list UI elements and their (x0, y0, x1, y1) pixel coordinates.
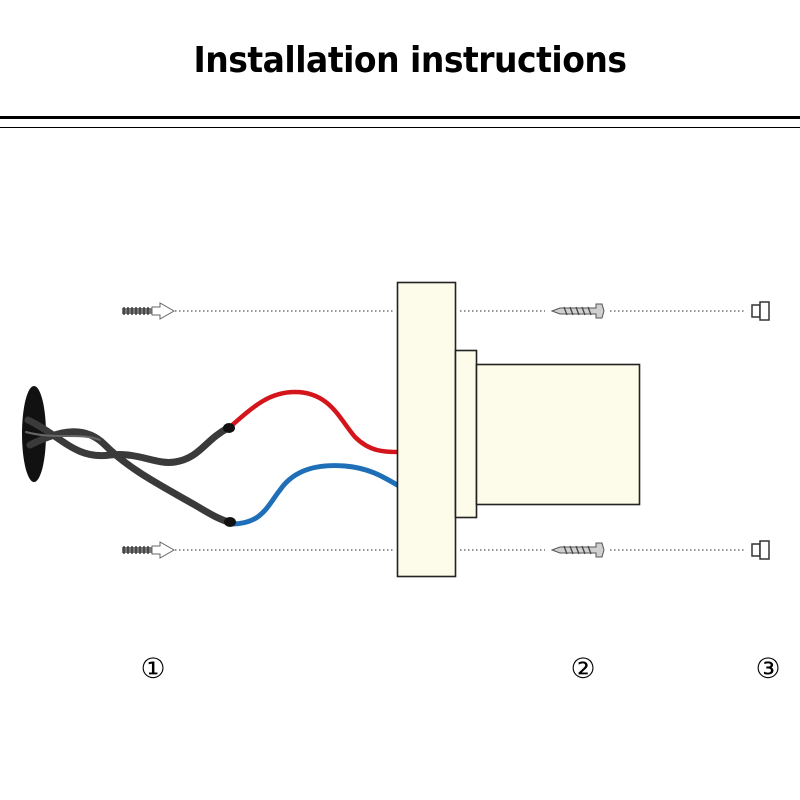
step-1-label: ① (140, 652, 166, 685)
live-wire-terminal (223, 423, 235, 433)
page-title: Installation instructions (193, 38, 627, 81)
screw-cap-icon (751, 540, 770, 560)
title-divider-thick (0, 116, 800, 119)
power-cable (24, 416, 236, 527)
neutral-wire (229, 463, 402, 527)
mounting-plate (396, 281, 457, 578)
neutral-wire-terminal (224, 517, 236, 527)
screw-icon (551, 303, 605, 319)
lamp-body (475, 363, 641, 506)
screw-icon (551, 542, 605, 558)
screw-cap-icon (751, 301, 770, 321)
step-2-label: ② (570, 652, 596, 685)
step-3-label: ③ (755, 652, 781, 685)
wall-anchor-icon (121, 541, 175, 559)
live-wire (227, 389, 402, 455)
lamp-collar (454, 349, 478, 519)
wall-anchor-icon (121, 302, 175, 320)
title-divider-thin (0, 127, 800, 128)
